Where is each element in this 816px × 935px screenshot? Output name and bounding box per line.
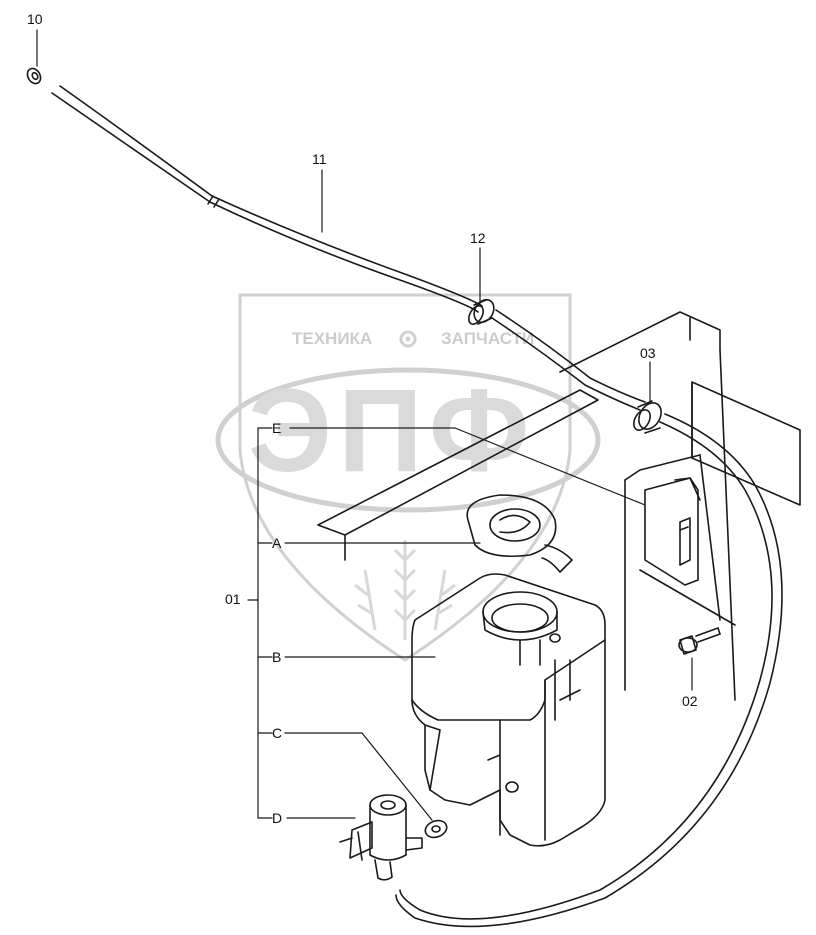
- nozzle-cap-part: [26, 67, 42, 85]
- callout-12: 12: [470, 230, 486, 246]
- watermark-oval: [215, 367, 601, 513]
- tank-cap-part: [466, 494, 573, 573]
- washer-tank-part: [411, 573, 606, 847]
- grommet-part: [633, 400, 662, 434]
- bracket-part: [644, 477, 701, 586]
- callout-03: 03: [640, 345, 656, 361]
- leader-e: [289, 427, 646, 506]
- sub-label-d: D: [272, 810, 283, 826]
- sub-label-a: A: [272, 535, 282, 551]
- watermark-gear-icon: [399, 330, 417, 348]
- pump-motor-part: [339, 794, 423, 881]
- sub-label-c: C: [272, 725, 283, 741]
- bolt-part: [678, 627, 721, 655]
- seal-part: [424, 819, 448, 839]
- leader-lines: [36, 29, 693, 821]
- callout-11: 11: [312, 151, 327, 167]
- washer-hose-part: [51, 85, 783, 928]
- leader-c: [284, 732, 433, 821]
- grommet-part: [467, 298, 495, 325]
- cab-panel: [317, 311, 801, 701]
- callout-01: 01: [225, 591, 241, 607]
- sub-label-b: B: [272, 649, 282, 665]
- callout-02: 02: [682, 693, 698, 709]
- watermark-brand-left: ТЕХНИКА: [292, 329, 373, 348]
- watermark-brand-right: ЗАПЧАСТИ: [441, 329, 535, 348]
- watermark-logo: ЭПФ: [248, 365, 536, 497]
- sub-label-e: E: [272, 420, 282, 436]
- watermark-wheat-icon: [354, 540, 456, 640]
- callout-10: 10: [27, 11, 43, 27]
